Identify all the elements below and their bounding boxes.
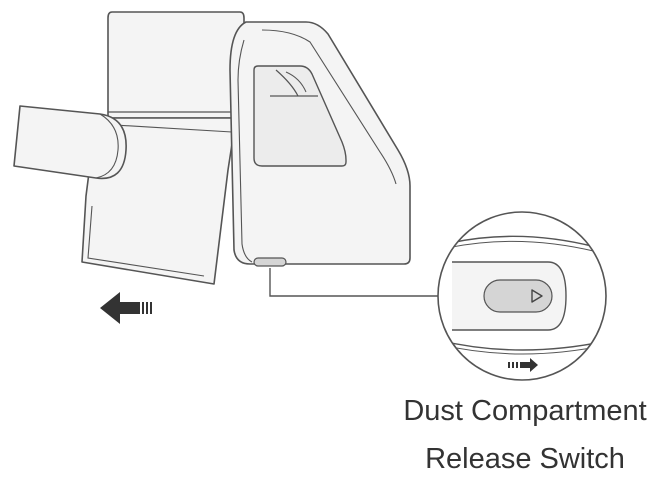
magnified-switch-detail [437, 211, 607, 381]
tube-outlet [13, 105, 127, 180]
play-triangle-icon [531, 289, 543, 303]
release-switch-on-body [253, 257, 287, 267]
callout-label-line1: Dust Compartment [403, 395, 647, 427]
release-switch-button [483, 279, 553, 313]
motor-housing [229, 21, 411, 265]
arrow-right-icon [508, 358, 538, 372]
upper-housing [107, 11, 245, 119]
leader-line [269, 268, 440, 297]
callout-label-line2: Release Switch [425, 443, 625, 475]
arrow-left-icon [100, 292, 152, 324]
